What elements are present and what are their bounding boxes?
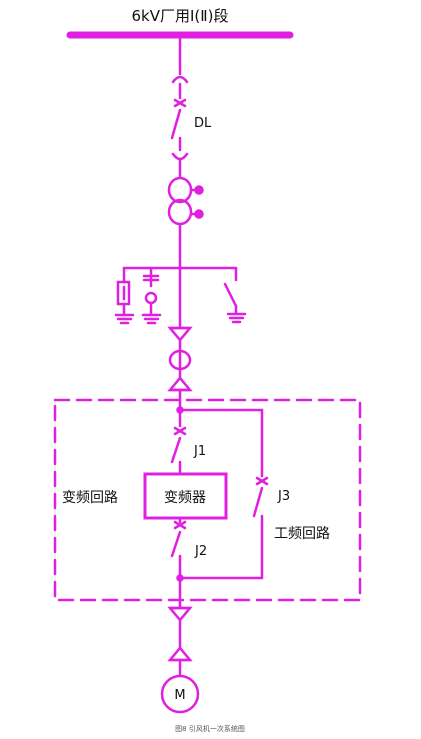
switch-j1: [170, 426, 187, 464]
protection-branch: [114, 266, 247, 325]
motor-connector-top: [167, 606, 193, 622]
bypass-circuit-label: 工频回路: [274, 526, 330, 542]
vfd-label: 变频器: [164, 490, 206, 506]
current-transformers: [167, 176, 204, 226]
switch-j2-label: J2: [194, 544, 207, 559]
cable-insulator: [168, 349, 192, 371]
busbar-label: 6kV厂用Ⅰ(Ⅱ)段: [131, 7, 228, 25]
bypass-branch-top: [178, 408, 264, 478]
bypass-branch-bottom: [178, 514, 264, 580]
breaker-label: DL: [194, 116, 212, 131]
vfd-box: [143, 472, 228, 520]
cable-connector-bottom: [167, 376, 193, 392]
upper-disconnect-contact: [171, 75, 189, 84]
vfd-circuit-label: 变频回路: [62, 490, 118, 506]
switch-j3-label: J3: [277, 489, 290, 504]
switch-j3: [252, 476, 269, 518]
figure-caption: 图8 引风机一次系统图: [175, 724, 245, 733]
cabinet-boundary: [53, 398, 362, 602]
motor-connector-bottom: [167, 646, 193, 662]
cable-connector-top: [167, 326, 193, 342]
breaker-dl: [170, 98, 187, 140]
lower-disconnect-contact: [171, 152, 189, 161]
switch-j2: [170, 520, 187, 558]
switch-j1-label: J1: [193, 444, 206, 459]
motor-label: M: [174, 688, 185, 703]
motor-symbol: [160, 674, 200, 714]
